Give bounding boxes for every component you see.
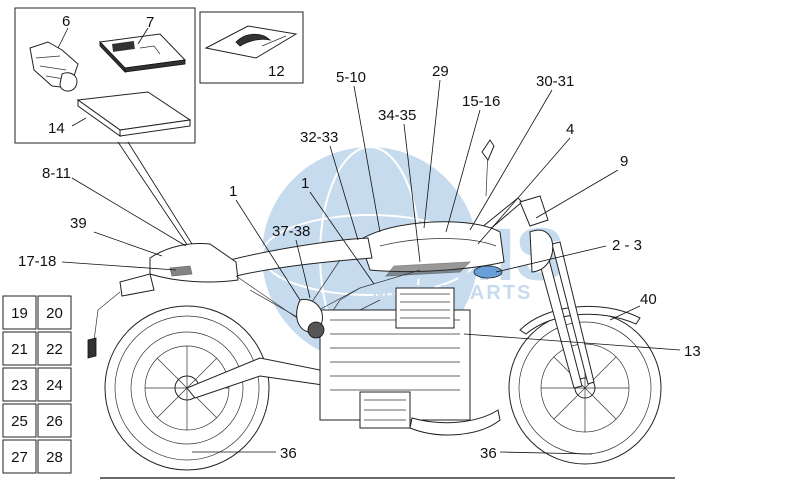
grid-label: 21: [11, 341, 28, 358]
grid-label: 25: [11, 413, 28, 430]
callout-29: 29: [432, 63, 449, 80]
headlight: [529, 229, 554, 273]
tank-badge: [473, 265, 503, 279]
grid-cell: [37, 367, 72, 402]
callout-17-18: 17-18: [18, 253, 56, 270]
grid-cell: [2, 331, 37, 366]
callout-1-right: 1: [301, 175, 309, 192]
grid-cell: [37, 439, 72, 474]
motorcycle-illustration: [87, 139, 675, 479]
callout-1-left: 1: [229, 183, 237, 200]
grid-label: 27: [11, 449, 28, 466]
grid-cell: [37, 295, 72, 330]
grid-label: 24: [46, 377, 63, 394]
grid-label: 23: [11, 377, 28, 394]
grid-cell: [2, 439, 37, 474]
callout-40: 40: [640, 291, 657, 308]
decal-sheet-icon: [204, 25, 298, 59]
callout-34-35: 34-35: [378, 107, 416, 124]
callout-2-3: 2 - 3: [612, 237, 642, 254]
callout-14: 14: [48, 120, 65, 137]
grid-label: 22: [46, 341, 63, 358]
seat: [229, 237, 373, 277]
grid-cell: [2, 295, 37, 330]
callout-36-left: 36: [280, 445, 297, 462]
callout-6: 6: [62, 13, 70, 30]
grid-cell: [37, 331, 72, 366]
callout-30-31: 30-31: [536, 73, 574, 90]
inset-frame: [14, 7, 196, 144]
callout-8-11: 8-11: [42, 165, 71, 182]
tail-light: [119, 273, 155, 297]
grid-label: 19: [11, 305, 28, 322]
callout-13: 13: [684, 343, 701, 360]
callout-5-10: 5-10: [336, 69, 366, 86]
grid-cell: [2, 403, 37, 438]
grid-label: 20: [46, 305, 63, 322]
grid-label: 28: [46, 449, 63, 466]
grid-label: 26: [46, 413, 63, 430]
tool-pouch-icon: [29, 41, 79, 92]
callout-7: 7: [146, 14, 154, 31]
callout-12: 12: [268, 63, 285, 80]
front-wheel-icon: [508, 311, 662, 465]
instrument: [519, 195, 549, 227]
callout-37-38: 37-38: [272, 223, 310, 240]
mirror: [481, 139, 495, 161]
folder-icon: [76, 91, 192, 137]
tail-section: [149, 243, 239, 283]
grid-cell: [37, 403, 72, 438]
inset-frame-2: [199, 11, 304, 84]
callout-15-16: 15-16: [462, 93, 500, 110]
inset-box-decal: 12: [199, 11, 304, 84]
manual-book-icon: [98, 33, 187, 73]
callout-32-33: 32-33: [300, 129, 338, 146]
callout-39: 39: [70, 215, 87, 232]
exhaust: [409, 409, 501, 436]
callout-36-right: 36: [480, 445, 497, 462]
grid-cell: [2, 367, 37, 402]
callout-4: 4: [566, 121, 574, 138]
callout-9: 9: [620, 153, 628, 170]
inset-box-accessories: 6 7 14: [14, 7, 196, 144]
callouts: 8-11 39 17-18 1 1 32-33 5-10 37-38 34-35…: [18, 63, 701, 462]
engine-block: [319, 287, 471, 429]
decal-number-grid: 19 20 21 22 23 24 25 26 27 28: [2, 295, 72, 474]
